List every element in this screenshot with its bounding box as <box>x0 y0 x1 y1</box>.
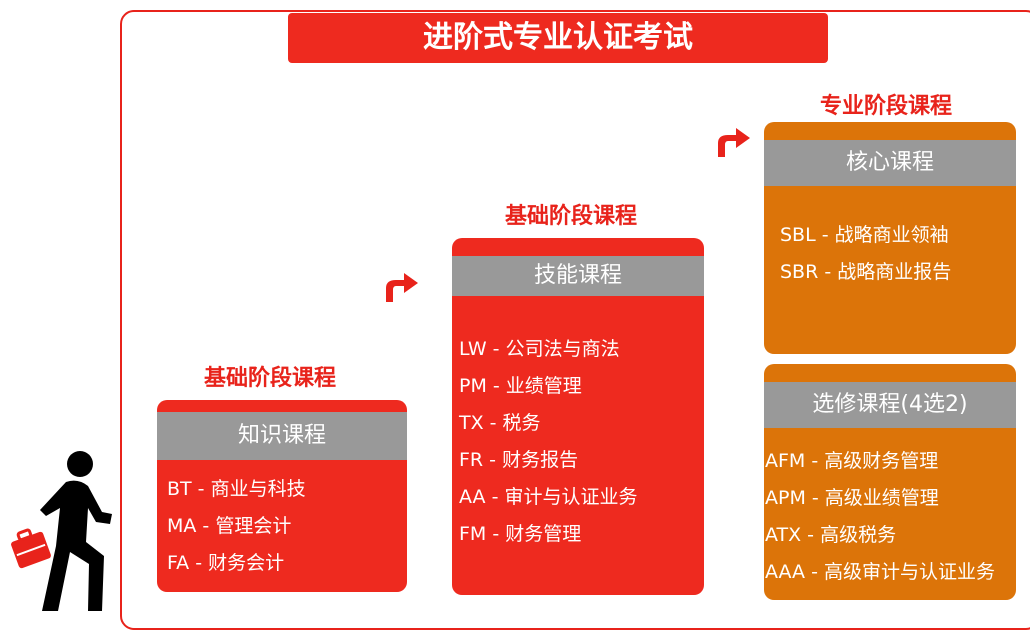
course-item-fa: FA - 财务会计 <box>167 552 285 574</box>
course-item-aaa: AAA - 高级审计与认证业务 <box>765 561 995 583</box>
course-item-fm: FM - 财务管理 <box>459 523 582 545</box>
course-item-sbr: SBR - 战略商业报告 <box>780 261 952 283</box>
course-item-lw: LW - 公司法与商法 <box>459 338 620 360</box>
course-item-apm: APM - 高级业绩管理 <box>765 487 939 509</box>
elective-course-header: 选修课程(4选2) <box>764 382 1016 428</box>
elective-course-card: 选修课程(4选2) AFM - 高级财务管理 APM - 高级业绩管理 ATX … <box>764 364 1016 600</box>
stage-3-label: 专业阶段课程 <box>820 94 953 119</box>
briefcase-icon <box>11 528 51 569</box>
course-item-ma: MA - 管理会计 <box>167 515 292 537</box>
walking-person-icon <box>11 451 112 611</box>
course-item-bt: BT - 商业与科技 <box>167 478 306 500</box>
page-title: 进阶式专业认证考试 <box>288 13 828 63</box>
knowledge-course-header: 知识课程 <box>157 412 407 460</box>
core-course-card: 核心课程 SBL - 战略商业领袖 SBR - 战略商业报告 <box>764 122 1016 354</box>
course-item-pm: PM - 业绩管理 <box>459 375 582 397</box>
course-item-aa: AA - 审计与认证业务 <box>459 486 638 508</box>
curved-arrow-icon <box>718 128 750 157</box>
course-item-fr: FR - 财务报告 <box>459 449 579 471</box>
course-item-sbl: SBL - 战略商业领袖 <box>780 224 949 246</box>
curved-arrow-icon <box>386 273 418 302</box>
skills-course-card: 技能课程 LW - 公司法与商法 PM - 业绩管理 TX - 税务 FR - … <box>452 238 704 595</box>
course-item-tx: TX - 税务 <box>459 412 541 434</box>
stage-1-label: 基础阶段课程 <box>204 366 337 391</box>
stage-2-label: 基础阶段课程 <box>505 204 638 229</box>
course-item-atx: ATX - 高级税务 <box>765 524 897 546</box>
course-item-afm: AFM - 高级财务管理 <box>765 450 939 472</box>
skills-course-header: 技能课程 <box>452 256 704 296</box>
core-course-header: 核心课程 <box>764 140 1016 186</box>
knowledge-course-card: 知识课程 BT - 商业与科技 MA - 管理会计 FA - 财务会计 <box>157 400 407 592</box>
